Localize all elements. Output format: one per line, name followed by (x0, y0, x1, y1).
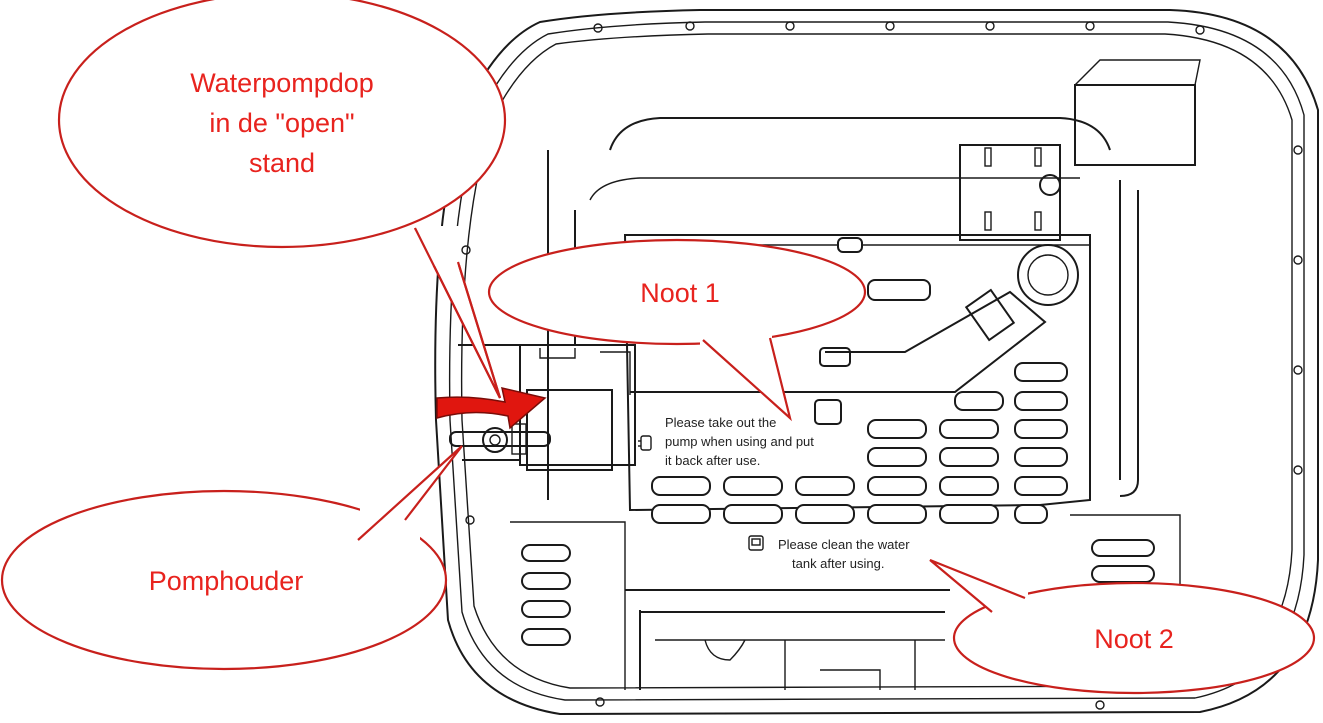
callout-noot1-label: Noot 1 (640, 278, 720, 308)
callout-waterpompdop-line-2: in de "open" (209, 108, 354, 138)
callout-noot2-label: Noot 2 (1094, 624, 1174, 654)
left-vents (510, 521, 626, 690)
rivets (461, 21, 1303, 710)
curved-arrow-icon (436, 387, 547, 430)
pump-note-line-3: it back after use. (665, 453, 760, 468)
tank-note-line-2: tank after using. (792, 556, 885, 571)
tank-note-line-1: Please clean the water (778, 537, 910, 552)
callout-pomphouder-label: Pomphouder (149, 566, 304, 596)
callout-noot1: Noot 1 (487, 238, 867, 422)
pump-icon (638, 435, 652, 451)
callout-noot2: Noot 2 (929, 558, 1316, 695)
callout-waterpompdop: Waterpompdop in de "open" stand (57, 0, 507, 399)
tank-icon (748, 535, 764, 551)
grille-slots (651, 362, 1068, 524)
callout-pomphouder: Pomphouder (0, 445, 463, 671)
callout-waterpompdop-line-3: stand (249, 148, 315, 178)
pump-note-line-1: Please take out the (665, 415, 776, 430)
tank-outline (434, 9, 1319, 716)
pump-note-line-2: pump when using and put (665, 434, 814, 449)
callout-waterpompdop-line-1: Waterpompdop (190, 68, 374, 98)
